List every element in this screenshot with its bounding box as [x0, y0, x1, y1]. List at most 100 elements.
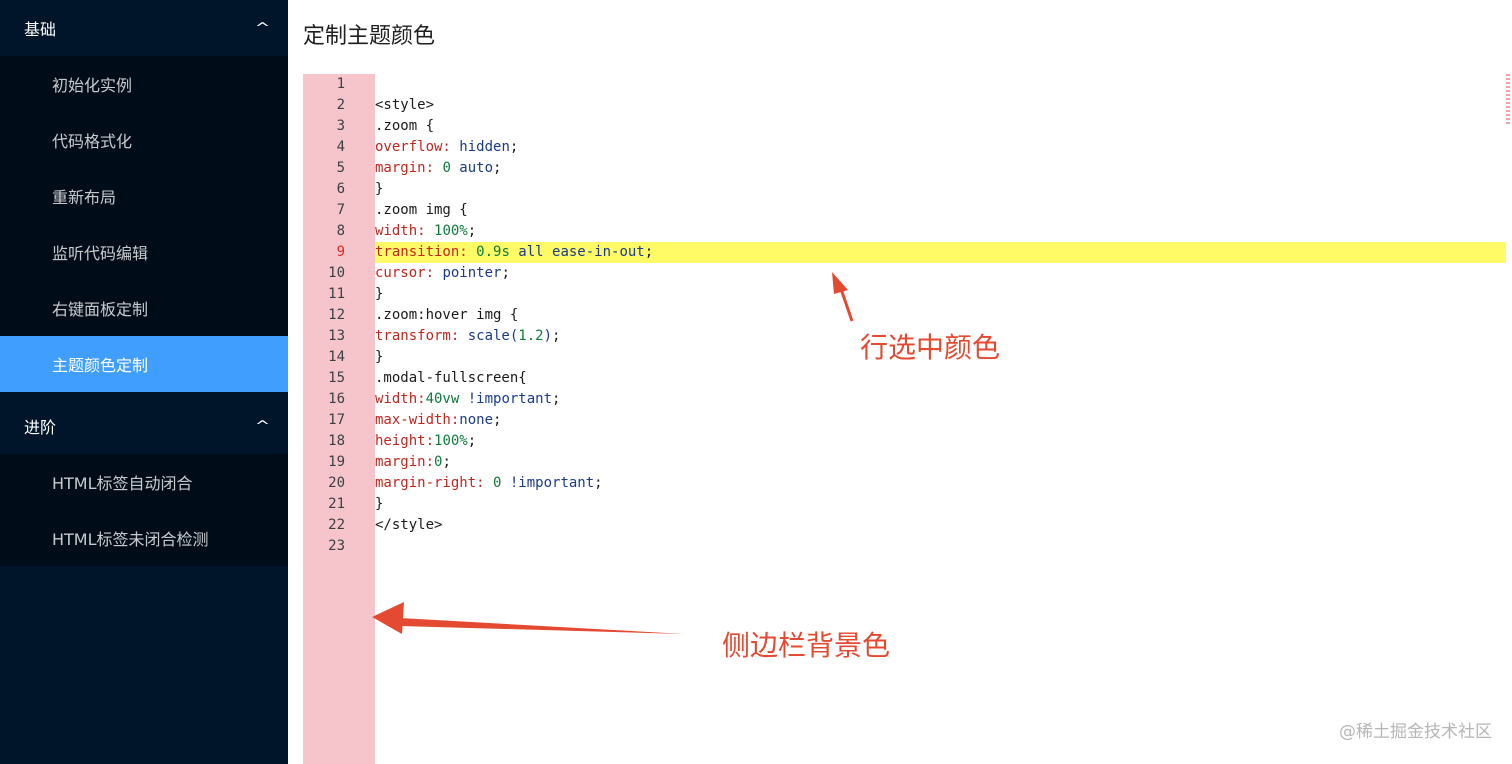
- menu-group-advanced: 进阶 ^ HTML标签自动闭合 HTML标签未闭合检测: [0, 398, 288, 566]
- code-line[interactable]: </style>: [375, 515, 442, 536]
- code-token: cursor:: [375, 265, 443, 281]
- code-token: 100%: [434, 433, 468, 449]
- code-line[interactable]: }: [375, 347, 383, 368]
- code-token: 40vw: [425, 391, 460, 407]
- sidebar-item[interactable]: 右键面板定制: [52, 300, 149, 319]
- line-number: 8: [336, 223, 345, 239]
- code-token: ;: [552, 328, 561, 344]
- code-line[interactable]: .zoom:hover img {: [375, 305, 518, 326]
- line-number: 21: [328, 496, 345, 512]
- code-line[interactable]: margin-right: 0 !important;: [375, 473, 603, 494]
- line-number: 17: [328, 412, 345, 428]
- code-token: all ease-in-out: [509, 244, 645, 260]
- line-number: 6: [336, 181, 345, 197]
- watermark: @稀土掘金技术社区: [1339, 722, 1492, 742]
- code-token: 100%: [434, 223, 468, 239]
- editor-scrollbar-markers: [1506, 74, 1510, 124]
- sidebar-item[interactable]: 主题颜色定制: [0, 336, 288, 392]
- page-title: 定制主题颜色: [303, 24, 436, 49]
- code-token: .zoom {: [375, 118, 435, 134]
- sidebar-item[interactable]: 监听代码编辑: [52, 244, 149, 263]
- code-token: ): [543, 328, 553, 344]
- code-token: width:: [375, 223, 435, 239]
- code-line[interactable]: height:100%;: [375, 431, 476, 452]
- sidebar-item[interactable]: HTML标签自动闭合: [52, 474, 193, 493]
- code-token: height:: [375, 433, 435, 449]
- arrow-to-selected-line: [832, 272, 854, 322]
- code-line[interactable]: }: [375, 179, 383, 200]
- code-line[interactable]: transform: scale(1.2);: [375, 326, 560, 347]
- code-token: overflow:: [375, 139, 460, 155]
- sidebar-item[interactable]: HTML标签未闭合检测: [52, 530, 209, 549]
- code-line[interactable]: }: [375, 494, 383, 515]
- menu-group-label: 基础: [24, 20, 57, 39]
- chevron-up-icon: ^: [254, 418, 271, 434]
- code-line[interactable]: margin: 0 auto;: [375, 158, 501, 179]
- code-token: margin:: [375, 160, 443, 176]
- code-token: 0: [442, 160, 451, 176]
- code-token: ;: [594, 475, 603, 491]
- annotation-gutter-color: 侧边栏背景色: [722, 629, 891, 662]
- menu-group-title-advanced[interactable]: 进阶 ^: [0, 398, 288, 454]
- code-token: pointer: [442, 265, 502, 281]
- code-token: ;: [442, 454, 451, 470]
- line-number: 4: [336, 139, 345, 155]
- code-line[interactable]: overflow: hidden;: [375, 137, 518, 158]
- code-token: hidden: [459, 139, 510, 155]
- code-line[interactable]: width: 100%;: [375, 221, 476, 242]
- menu-group-title-basic[interactable]: 基础 ^: [0, 0, 288, 56]
- code-token: !important: [459, 391, 553, 407]
- code-token: max-width:: [375, 412, 460, 428]
- code-line[interactable]: margin:0;: [375, 452, 451, 473]
- code-token: <style>: [375, 97, 435, 113]
- selected-line-highlight: [375, 242, 1506, 263]
- line-number: 23: [328, 538, 345, 554]
- code-line[interactable]: .zoom img {: [375, 200, 468, 221]
- code-token: !important: [501, 475, 595, 491]
- code-line[interactable]: transition: 0.9s all ease-in-out;: [375, 242, 653, 263]
- code-token: ;: [467, 433, 477, 449]
- code-line[interactable]: cursor: pointer;: [375, 263, 510, 284]
- code-token: transform:: [375, 328, 468, 344]
- code-line[interactable]: max-width:none;: [375, 410, 501, 431]
- menu-group-basic: 基础 ^ 初始化实例代码格式化重新布局监听代码编辑右键面板定制主题颜色定制: [0, 0, 288, 392]
- code-token: ;: [552, 391, 561, 407]
- line-number: 3: [336, 118, 345, 134]
- code-token: 0.9s: [476, 244, 510, 260]
- code-token: }: [375, 496, 384, 512]
- code-line[interactable]: .modal-fullscreen{: [375, 368, 527, 389]
- code-line[interactable]: .zoom {: [375, 116, 434, 137]
- line-number: 11: [328, 286, 345, 302]
- code-token: ;: [467, 223, 477, 239]
- code-token: }: [375, 349, 384, 365]
- code-line[interactable]: width:40vw !important;: [375, 389, 560, 410]
- line-number: 14: [328, 349, 345, 365]
- sidebar-item[interactable]: 初始化实例: [52, 76, 133, 95]
- line-number: 9: [336, 244, 345, 260]
- code-token: margin-right:: [375, 475, 494, 491]
- code-token: .zoom:hover img {: [375, 307, 519, 323]
- arrow-to-gutter: [372, 602, 684, 634]
- code-line[interactable]: }: [375, 284, 383, 305]
- code-token: }: [375, 181, 384, 197]
- code-token: ;: [501, 265, 510, 281]
- code-token: transition:: [375, 244, 477, 260]
- line-number: 15: [328, 370, 345, 386]
- code-line[interactable]: <style>: [375, 95, 434, 116]
- annotation-line-selection-color: 行选中颜色: [860, 331, 1001, 364]
- menu-group-label: 进阶: [24, 418, 57, 437]
- code-token: scale(: [467, 328, 519, 344]
- line-number: 19: [328, 454, 345, 470]
- sidebar-item[interactable]: 代码格式化: [52, 132, 133, 151]
- code-token: width:: [375, 391, 426, 407]
- line-number: 5: [336, 160, 345, 176]
- sidebar-menu: 基础 ^ 初始化实例代码格式化重新布局监听代码编辑右键面板定制主题颜色定制 进阶…: [0, 0, 288, 764]
- code-token: ;: [644, 244, 654, 260]
- editor-code-area[interactable]: <style>.zoom {overflow: hidden;margin: 0…: [375, 74, 1506, 764]
- sidebar-item[interactable]: 重新布局: [52, 188, 117, 207]
- line-number: 13: [328, 328, 345, 344]
